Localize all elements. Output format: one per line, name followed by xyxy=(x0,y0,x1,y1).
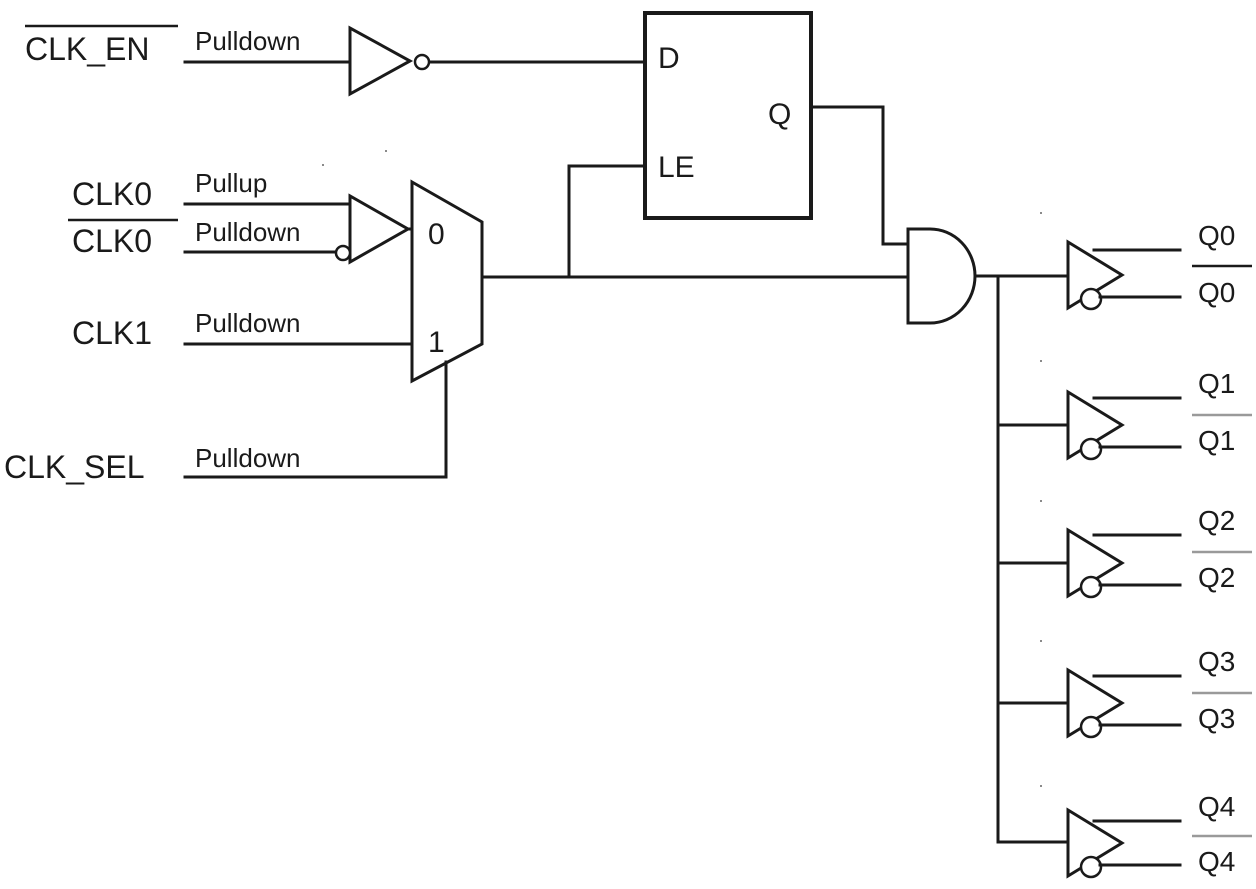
scan-speck xyxy=(1040,785,1042,787)
clk0-label: CLK0 xyxy=(72,176,152,212)
receiver-triangle xyxy=(348,193,412,265)
clk0-resistor-label: Pullup xyxy=(195,168,267,198)
scan-speck xyxy=(1040,640,1042,642)
output-buffer-q2: Q2 Q2 xyxy=(1066,505,1252,599)
clk-sel-wire xyxy=(183,360,448,479)
clk-en-inverter xyxy=(348,25,431,97)
inverter-bubble xyxy=(413,53,431,71)
q0-comp-label: Q0 xyxy=(1198,277,1235,308)
buffer-bubble xyxy=(1079,287,1103,311)
clk1-label: CLK1 xyxy=(72,315,152,351)
buffer-bubble xyxy=(1079,437,1103,461)
latch-q-to-and-wire xyxy=(809,105,912,246)
clk-sel-resistor-label: Pulldown xyxy=(195,443,301,473)
clk-en-input: CLK_EN Pulldown xyxy=(25,24,352,67)
inverter-triangle xyxy=(348,25,414,97)
scan-speck xyxy=(1040,500,1042,502)
output-buffer-q0: Q0 Q0 xyxy=(1066,220,1252,311)
receiver-bubble xyxy=(334,244,352,262)
scan-speck xyxy=(1040,360,1042,362)
and-gate-body xyxy=(906,227,977,325)
scan-speck xyxy=(1040,212,1042,214)
clk0-n-input: CLK0 Pulldown xyxy=(68,217,338,259)
clk-en-resistor-label: Pulldown xyxy=(195,26,301,56)
clk0-input: CLK0 Pullup xyxy=(72,168,352,212)
clk1-resistor-label: Pulldown xyxy=(195,308,301,338)
clk0-n-label: CLK0 xyxy=(72,223,152,259)
d-latch: D Q LE xyxy=(643,11,813,220)
scan-speck xyxy=(385,150,387,152)
buffer-bubble xyxy=(1079,715,1103,739)
fanout-bus xyxy=(996,274,1070,844)
clock-mux: 0 1 xyxy=(410,179,484,384)
output-buffer-q3: Q3 Q3 xyxy=(1066,646,1252,739)
output-buffer-q4: Q4 Q4 xyxy=(1066,791,1252,879)
clk-sel-input: CLK_SEL Pulldown xyxy=(4,360,448,485)
mux-input-1-label: 1 xyxy=(428,326,445,359)
latch-d-pin: D xyxy=(658,42,680,75)
and-gate xyxy=(906,227,977,325)
output-buffer-q1: Q1 Q1 xyxy=(1066,368,1252,461)
latch-q-pin: Q xyxy=(768,98,791,131)
clk0-receiver xyxy=(334,193,412,265)
q2-comp-label: Q2 xyxy=(1198,562,1235,593)
buffer-bubble xyxy=(1079,575,1103,599)
scan-speck xyxy=(322,164,324,166)
latch-box xyxy=(643,11,813,220)
q3-comp-label: Q3 xyxy=(1198,703,1235,734)
q4-comp-label: Q4 xyxy=(1198,846,1235,877)
q3-label: Q3 xyxy=(1198,646,1235,677)
q4-label: Q4 xyxy=(1198,791,1235,822)
clk1-input: CLK1 Pulldown xyxy=(72,308,414,351)
mux-input-0-label: 0 xyxy=(428,218,445,251)
q1-label: Q1 xyxy=(1198,368,1235,399)
q0-label: Q0 xyxy=(1198,220,1235,251)
buffer-bubble xyxy=(1079,855,1103,879)
latch-le-pin: LE xyxy=(658,151,695,184)
mux-body xyxy=(410,179,484,384)
clk-sel-label: CLK_SEL xyxy=(4,449,145,485)
q2-label: Q2 xyxy=(1198,505,1235,536)
clk0-n-resistor-label: Pulldown xyxy=(195,217,301,247)
q1-comp-label: Q1 xyxy=(1198,425,1235,456)
mux-to-le-wire xyxy=(567,164,647,279)
clk-en-label: CLK_EN xyxy=(25,31,150,67)
